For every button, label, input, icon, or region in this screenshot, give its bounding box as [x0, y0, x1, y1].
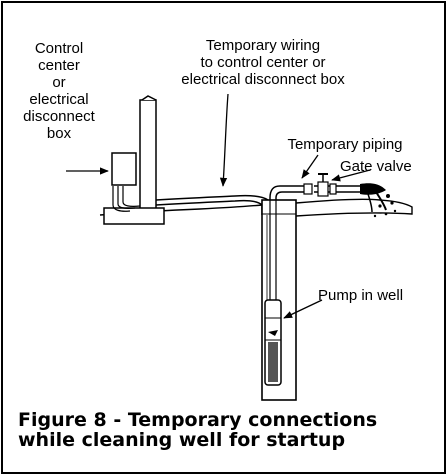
drop-pipe [269, 200, 277, 300]
gate-valve-label: Gate valve [340, 158, 412, 175]
pump-in-well-label: Pump in well [318, 287, 404, 304]
gate-valve-arrow [331, 169, 371, 182]
figure-caption: Figure 8 - Temporary connections while c… [18, 410, 377, 450]
pump [264, 299, 282, 386]
temporary-piping [269, 183, 360, 200]
post-base [103, 207, 165, 225]
control-center-label: Control center or electrical disconnect … [23, 40, 95, 142]
gate-valve [317, 173, 329, 197]
temporary-wiring-cable [155, 194, 269, 215]
control-box [111, 152, 141, 212]
caption-line-2: while cleaning well for startup [18, 429, 346, 451]
temporary-wiring-arrow [219, 93, 229, 187]
power-post [139, 95, 157, 211]
temporary-wiring-label: Temporary wiring to control center or el… [181, 37, 345, 88]
caption-line-1: Figure 8 - Temporary connections [18, 409, 378, 431]
temporary-piping-arrow [301, 154, 319, 179]
water-discharge [360, 183, 397, 218]
pump-in-well-arrow [283, 299, 323, 319]
temporary-piping-label: Temporary piping [287, 136, 403, 153]
